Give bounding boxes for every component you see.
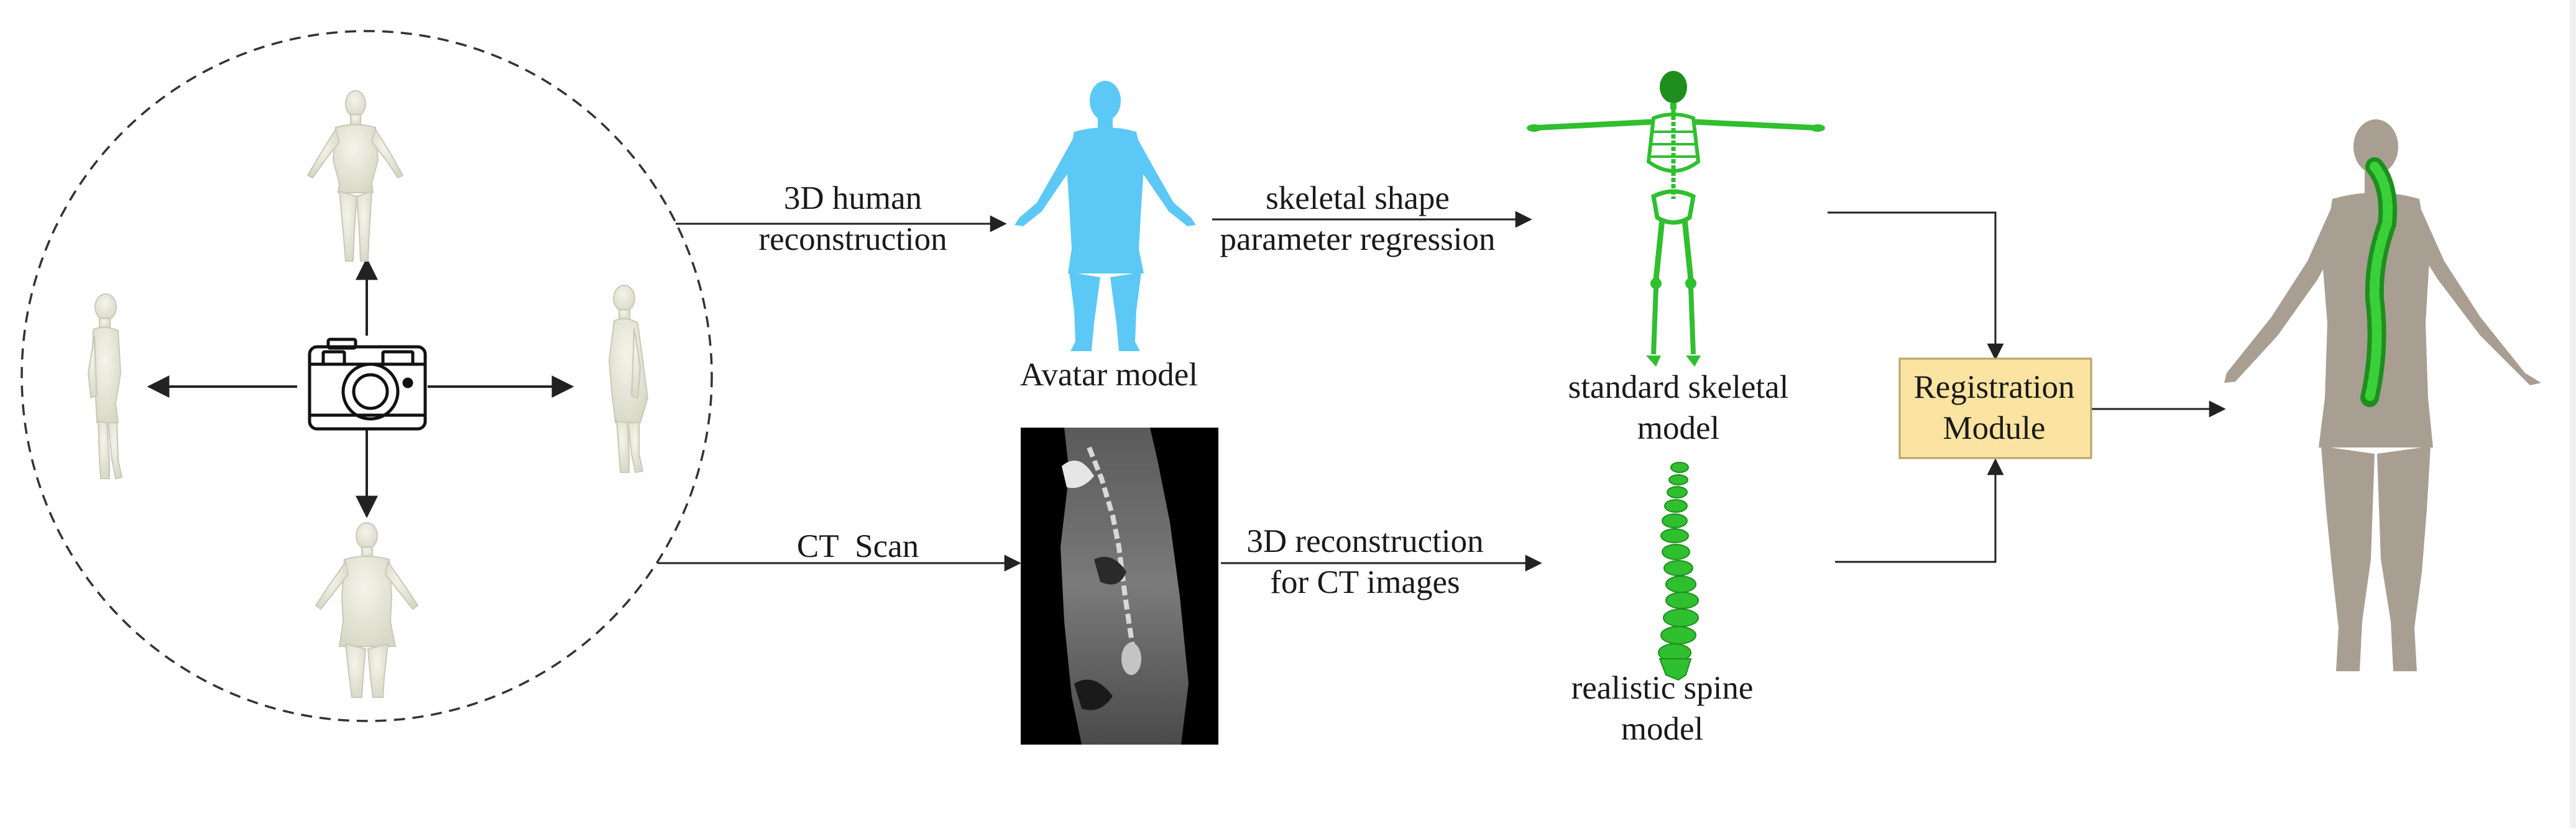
body-figure-back-icon — [315, 522, 419, 698]
label-3d-reconstruction-ct-line2: for CT images — [1270, 564, 1460, 600]
label-realistic-spine-model: realistic spine model — [1571, 668, 1754, 750]
label-skeletal-shape-regression-line1: skeletal shape — [1266, 180, 1450, 216]
label-standard-skeletal-model: standard skeletal model — [1568, 367, 1789, 449]
label-3d-human-reconstruction-line1: 3D human — [783, 180, 922, 216]
label-avatar-model-text: Avatar model — [1020, 357, 1198, 393]
label-skeletal-shape-regression-line2: parameter regression — [1220, 221, 1496, 257]
label-3d-reconstruction-ct: 3D reconstruction for CT images — [1246, 521, 1483, 603]
label-registration-module: Registration Module — [1913, 367, 2074, 449]
label-registration-module-line2: Module — [1943, 410, 2046, 446]
connector-spine-to-registration — [1835, 458, 2004, 563]
label-ct-scan-text: CT Scan — [796, 528, 919, 564]
realistic-spine-model-figure — [1658, 462, 1699, 681]
camera-icon — [308, 337, 427, 431]
label-skeletal-shape-regression: skeletal shape parameter regression — [1220, 178, 1496, 260]
label-avatar-model: Avatar model — [1020, 354, 1198, 395]
body-figure-front-icon — [306, 90, 404, 262]
result-body-with-spine-figure — [2224, 119, 2541, 671]
capture-boundary-circle — [21, 30, 713, 722]
capture-circle-group — [21, 30, 713, 722]
ct-scan-image — [1021, 428, 1218, 745]
label-registration-module-line1: Registration — [1913, 369, 2075, 405]
body-figure-right-side-icon — [608, 285, 649, 474]
label-3d-human-reconstruction: 3D human reconstruction — [758, 178, 947, 260]
avatar-model-figure — [1014, 81, 1196, 351]
label-ct-scan: CT Scan — [797, 526, 919, 567]
standard-skeletal-model-figure — [1527, 71, 1825, 367]
connector-skeleton-to-registration — [1828, 211, 2004, 360]
label-realistic-spine-model-line2: model — [1621, 711, 1704, 747]
right-edge-scrollbar-strip — [2570, 0, 2576, 828]
registration-module-box[interactable] — [1898, 357, 2092, 459]
label-3d-reconstruction-ct-line1: 3D reconstruction — [1246, 523, 1484, 559]
label-3d-human-reconstruction-line2: reconstruction — [758, 221, 947, 257]
label-standard-skeletal-model-line2: model — [1637, 410, 1720, 446]
label-realistic-spine-model-line1: realistic spine — [1571, 670, 1754, 706]
label-standard-skeletal-model-line1: standard skeletal — [1568, 369, 1789, 405]
body-figure-left-side-icon — [87, 293, 123, 480]
